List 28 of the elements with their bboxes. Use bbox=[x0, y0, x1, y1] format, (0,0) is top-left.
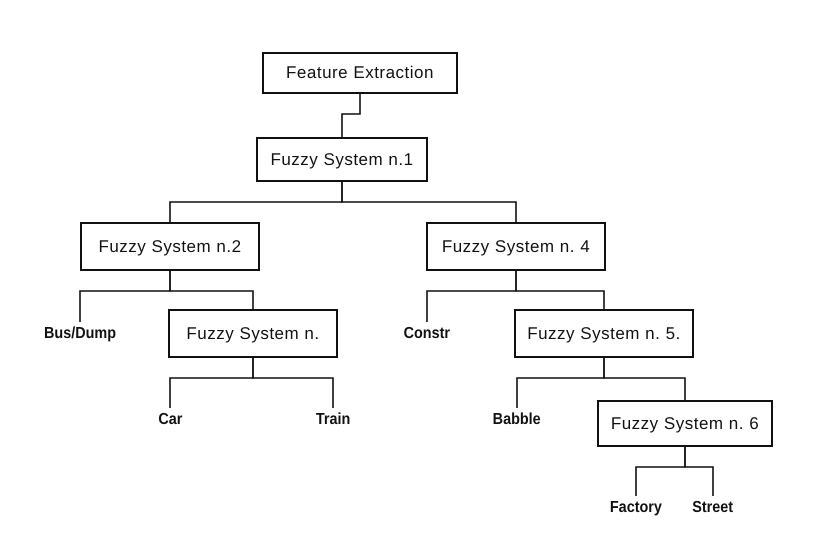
connector-line bbox=[684, 447, 714, 496]
process-box bbox=[262, 52, 458, 94]
box-label: Fuzzy System n.2 bbox=[98, 236, 242, 256]
class-label: Babble bbox=[493, 411, 541, 429]
box-label: Feature Extraction bbox=[286, 63, 434, 83]
process-box bbox=[514, 309, 694, 358]
box-label: Fuzzy System n.1 bbox=[270, 150, 414, 170]
process-box bbox=[80, 222, 260, 271]
connector-line bbox=[515, 271, 605, 309]
class-label: Constr bbox=[404, 325, 450, 343]
class-label: Car bbox=[158, 411, 182, 429]
class-label: Street bbox=[692, 499, 734, 517]
process-box bbox=[168, 309, 338, 358]
process-box bbox=[597, 400, 773, 447]
connector-line bbox=[252, 358, 334, 408]
box-label: Fuzzy System n. 5. bbox=[527, 324, 681, 344]
box-label: Fuzzy System n. 6 bbox=[610, 414, 760, 434]
box-label: Fuzzy System n. bbox=[186, 324, 320, 344]
class-label: Factory bbox=[610, 499, 662, 517]
connector-line bbox=[603, 358, 686, 400]
connector-line bbox=[169, 271, 254, 309]
connector-line bbox=[341, 182, 517, 222]
class-label: Bus/Dump bbox=[44, 325, 116, 343]
process-box bbox=[426, 222, 606, 271]
class-label: Train bbox=[316, 411, 350, 429]
connector-line bbox=[341, 94, 361, 137]
box-label: Fuzzy System n. 4 bbox=[442, 236, 590, 256]
process-box bbox=[256, 137, 428, 182]
